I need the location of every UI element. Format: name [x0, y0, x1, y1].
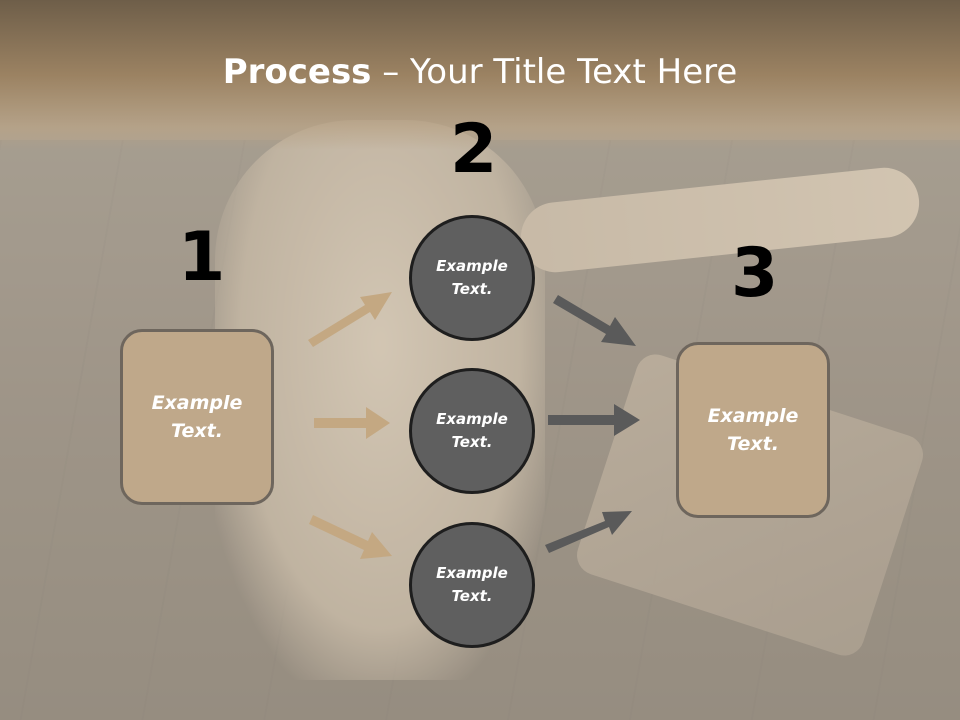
arrow-from-circle-3: [545, 511, 632, 553]
arrow-to-circle-3: [309, 515, 392, 559]
left-box: Example Text.: [120, 329, 274, 505]
circle-2-text: Example Text.: [436, 409, 508, 451]
arrow-from-circle-2: [548, 404, 640, 436]
title-rest: – Your Title Text Here: [371, 52, 738, 92]
circle-3: Example Text.: [409, 522, 535, 648]
right-box: Example Text.: [676, 342, 830, 518]
arrow-from-circle-1: [553, 295, 636, 346]
gray-arrows: [545, 295, 640, 553]
circle-1-text: Example Text.: [436, 256, 508, 298]
title-bold: Process: [222, 52, 372, 92]
circle-2: Example Text.: [409, 368, 535, 494]
step-number-1: 1: [178, 218, 226, 297]
step-number-3: 3: [731, 234, 779, 313]
circle-3-text: Example Text.: [436, 563, 508, 605]
slide-title: Process – Your Title Text Here: [0, 52, 960, 92]
left-box-text: Example Text.: [151, 391, 243, 443]
arrow-to-circle-2: [314, 407, 390, 439]
circle-1: Example Text.: [409, 215, 535, 341]
arrow-to-circle-1: [308, 292, 392, 347]
tan-arrows: [308, 292, 392, 559]
step-number-2: 2: [450, 110, 498, 189]
right-box-text: Example Text.: [707, 404, 799, 456]
title-band: [0, 0, 960, 150]
